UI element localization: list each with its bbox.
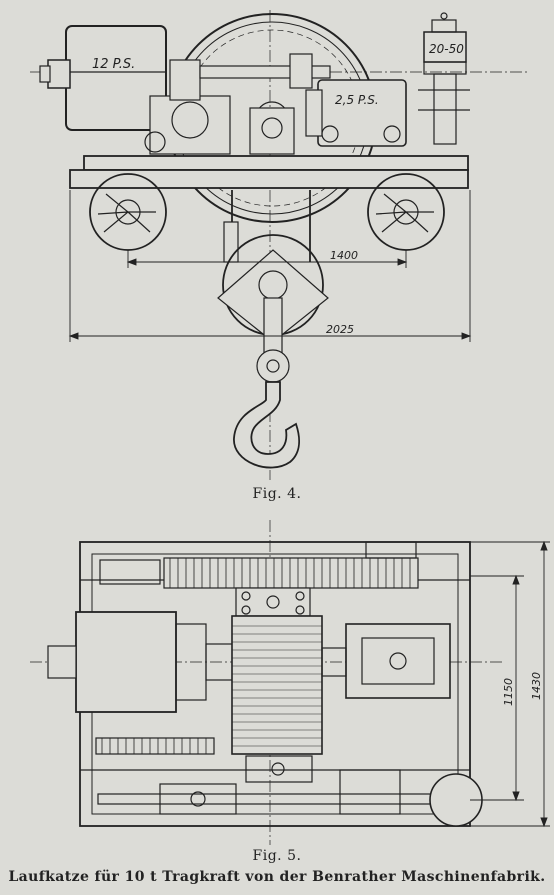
motor-25ps [305, 79, 407, 147]
frame-lower [69, 169, 469, 189]
gear-teeth-top [169, 558, 411, 588]
fig5-plan: 1150 1430 [30, 520, 550, 845]
figure-4-caption: Fig. 4. [252, 486, 302, 502]
plan-gearbox [321, 623, 451, 699]
hook-block [217, 234, 329, 383]
drum-bearing [249, 107, 295, 155]
figure-5-caption: Fig. 5. [252, 848, 302, 864]
gear-lower [95, 737, 215, 755]
motor-12ps-label: 12 P.S. [92, 57, 135, 72]
motor-12ps [39, 25, 167, 131]
dimension-1400-label: 1400 [330, 249, 358, 262]
dimension-1150 [470, 574, 524, 802]
dimension-1150-label: 1150 [502, 678, 515, 706]
dimension-1400 [126, 250, 408, 268]
frame-main [83, 155, 469, 171]
motor-25ps-label: 2,5 P.S. [335, 93, 379, 107]
hook [233, 381, 300, 469]
gearbox-left [149, 95, 231, 155]
dimension-1430-label: 1430 [530, 672, 543, 700]
plan-motor [75, 611, 177, 713]
main-caption: Laufkatze für 10 t Tragkraft von der Ben… [8, 869, 546, 885]
fig4-elevation: 12 P.S. 2,5 P.S. [30, 10, 530, 480]
dimension-1430 [470, 540, 550, 828]
dimension-2025-label: 2025 [326, 323, 354, 336]
controller-label: 20-50 [429, 42, 464, 56]
controller [418, 12, 470, 145]
dimension-2025 [68, 190, 472, 342]
rope-drum [231, 615, 323, 755]
